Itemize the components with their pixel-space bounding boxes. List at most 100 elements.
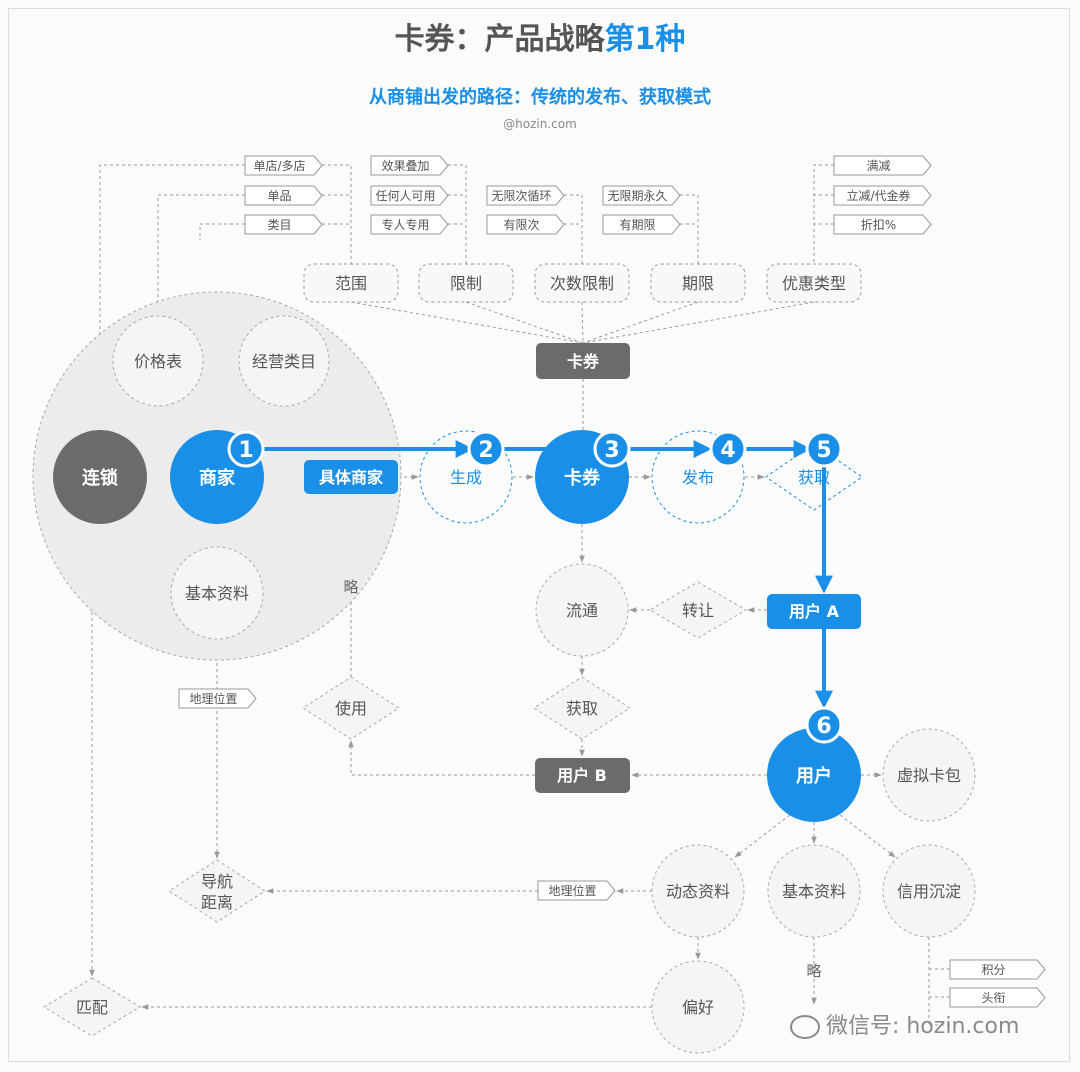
count-tag-1-label: 有限次 [503, 218, 539, 232]
transfer-node[interactable]: 转让 [649, 581, 747, 639]
acquire-mid-node[interactable]: 获取 [533, 676, 631, 740]
circulate-node[interactable]: 流通 [535, 563, 629, 657]
attribute-box-1[interactable]: 限制 [418, 263, 514, 303]
dynamic-info-node[interactable]: 动态资料 [651, 844, 745, 938]
business-category-label: 经营类目 [252, 352, 316, 371]
count-tag-1: 有限次 [486, 214, 565, 235]
attr-to-coupon-0 [350, 301, 584, 344]
coupon-top-node[interactable]: 卡券 [536, 343, 630, 379]
step-badge-2: 2 [467, 430, 505, 468]
match-label: 匹配 [76, 998, 108, 1017]
count-tag-0-label: 无限次循环 [491, 189, 551, 203]
credit-tag-0-label: 积分 [981, 963, 1005, 977]
virtual-wallet-label: 虚拟卡包 [897, 766, 961, 785]
credit-tag-1: 头衔 [949, 987, 1046, 1008]
limit-tag-2-label: 专人专用 [381, 217, 429, 232]
period-tag-1: 有期限 [602, 214, 681, 235]
scope-tag-1-label: 单品 [267, 189, 291, 203]
step-number-3: 3 [604, 438, 619, 463]
user-b-node[interactable]: 用户 B [535, 758, 630, 793]
watermark-text: 微信号: hozin.com [826, 1014, 1020, 1039]
preference-node[interactable]: 偏好 [651, 960, 745, 1054]
publish-label: 发布 [682, 468, 714, 487]
chain-label: 连锁 [82, 467, 118, 489]
dynamic-info-label: 动态资料 [666, 882, 730, 901]
step-number-1: 1 [238, 438, 253, 463]
merchant-basic-info-node[interactable]: 基本资料 [170, 546, 264, 640]
attribute-label-3: 期限 [682, 274, 714, 293]
omit-bottom-label: 略 [806, 962, 821, 980]
step-number-6: 6 [816, 714, 831, 739]
credit-deposit-node[interactable]: 信用沉淀 [882, 844, 976, 938]
use-label: 使用 [335, 699, 367, 718]
user-a-label: 用户 A [789, 602, 840, 621]
attribute-box-0[interactable]: 范围 [303, 263, 399, 303]
virtual-wallet-node[interactable]: 虚拟卡包 [882, 728, 976, 822]
attribute-box-4[interactable]: 优惠类型 [766, 263, 862, 303]
user-label: 用户 [796, 765, 832, 787]
count-bracket [564, 194, 583, 264]
specific-merchant-node[interactable]: 具体商家 [304, 460, 398, 494]
omit-left-label: 略 [343, 578, 358, 596]
discount-tag-2: 折扣% [833, 214, 932, 235]
geo-tag-left: 地理位置 [178, 688, 257, 709]
user-a-node[interactable]: 用户 A [767, 594, 861, 629]
wechat-watermark: 微信号: hozin.com [790, 1008, 1019, 1040]
discount-tag-1: 立减/代金券 [833, 185, 932, 206]
pricelist-to-scope [157, 194, 245, 316]
geo-tag-right: 地理位置 [537, 880, 616, 901]
scope-tag-2-label: 类目 [267, 218, 291, 232]
step-badge-4: 4 [709, 430, 747, 468]
attribute-box-2[interactable]: 次数限制 [534, 263, 630, 303]
scope-tag-2: 类目 [244, 214, 323, 235]
price-list-node[interactable]: 价格表 [112, 315, 204, 407]
specific-merchant-label: 具体商家 [319, 468, 384, 487]
attribute-box-3[interactable]: 期限 [650, 263, 746, 303]
discount-tag-2-label: 折扣% [861, 217, 896, 232]
price-list-label: 价格表 [134, 352, 182, 371]
page-subtitle: 从商铺出发的路径：传统的发布、获取模式 [369, 87, 711, 108]
attribute-label-4: 优惠类型 [782, 274, 846, 293]
circulate-label: 流通 [566, 601, 598, 620]
limit-tag-0: 效果叠加 [370, 155, 449, 176]
count-tag-0: 无限次循环 [486, 185, 565, 206]
credit-deposit-label: 信用沉淀 [897, 882, 961, 901]
category-to-scope [199, 223, 245, 240]
attribute-label-0: 范围 [335, 274, 367, 293]
period-bracket [680, 194, 699, 264]
page-credit: @hozin.com [503, 117, 577, 131]
step-number-2: 2 [478, 438, 493, 463]
attr-to-coupon-4 [582, 301, 815, 344]
period-tag-0: 无限期永久 [602, 185, 681, 206]
match-node[interactable]: 匹配 [43, 977, 141, 1037]
use-node[interactable]: 使用 [302, 676, 400, 740]
title-highlight: 第1种 [604, 22, 686, 57]
geo-tag-left-label: 地理位置 [189, 691, 237, 706]
business-category-node[interactable]: 经营类目 [238, 315, 330, 407]
attribute-label-2: 次数限制 [550, 274, 614, 293]
user-b-label: 用户 B [557, 766, 607, 785]
merchant-basic-info-label: 基本资料 [185, 584, 249, 603]
navigate-label-1: 导航 [201, 872, 233, 891]
limit-tag-1-label: 任何人可用 [375, 189, 435, 203]
scope-tag-1: 单品 [244, 185, 323, 206]
coupon-attributes: 范围 限制 次数限制 期限 优惠类型 [303, 263, 862, 303]
user-node[interactable]: 用户 [767, 728, 861, 822]
discount-bracket [813, 164, 834, 264]
userB-to-use [348, 740, 535, 776]
preference-label: 偏好 [682, 998, 714, 1017]
discount-tag-0: 满减 [833, 155, 932, 176]
step-badge-5: 5 [805, 430, 843, 468]
step-number-4: 4 [720, 438, 735, 463]
step-badge-3: 3 [593, 430, 631, 468]
step-badge-1: 1 [227, 430, 265, 468]
limit-tag-2: 专人专用 [370, 214, 449, 235]
chain-node[interactable]: 连锁 [53, 430, 147, 524]
step-number-5: 5 [816, 438, 831, 463]
attr-to-coupon-2 [581, 301, 584, 344]
coupon-center-label: 卡券 [564, 467, 601, 489]
user-basic-info-node[interactable]: 基本资料 [767, 844, 861, 938]
acquire-mid-label: 获取 [566, 699, 598, 718]
